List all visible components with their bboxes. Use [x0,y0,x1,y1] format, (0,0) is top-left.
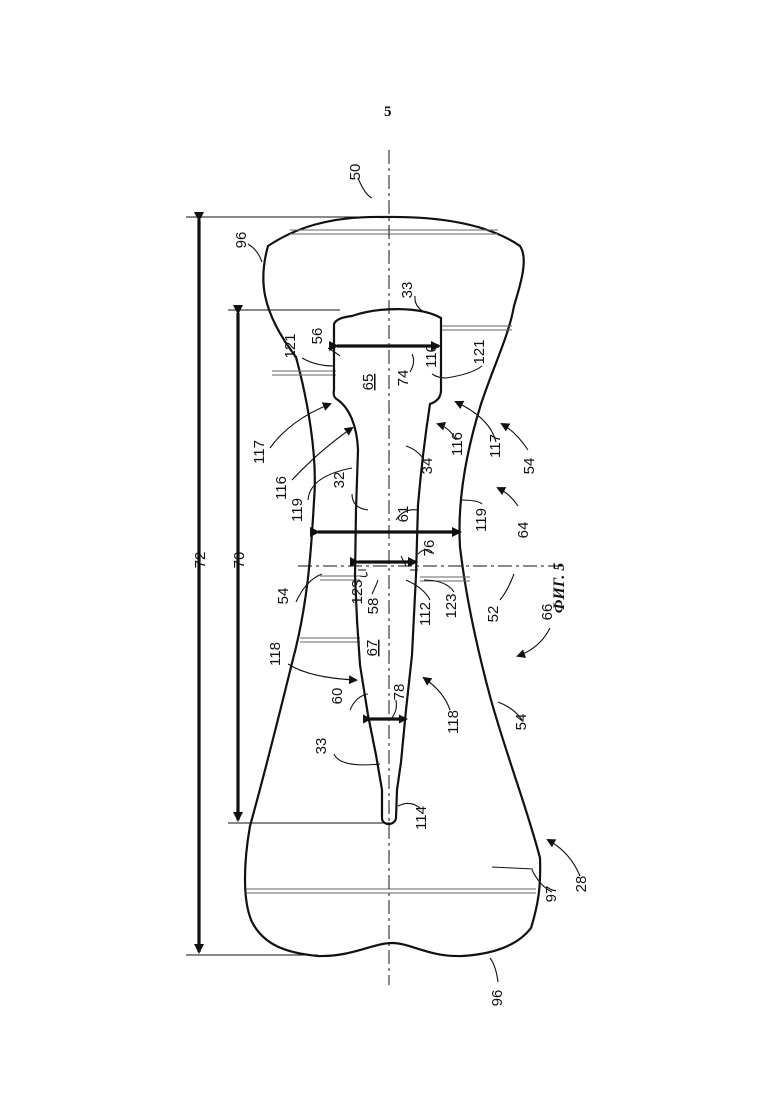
reference-numeral-118: 118 [445,710,462,734]
reference-numeral-76: 76 [421,540,438,557]
reference-numeral-54: 54 [275,588,292,605]
reference-numeral-110: 110 [423,344,440,368]
leader-121-right [446,366,482,378]
reference-numeral-56: 56 [309,328,326,345]
reference-numeral-64: 64 [515,522,532,539]
leader-52 [500,574,514,600]
reference-numeral-58: 58 [365,598,382,615]
leader-96-top [248,244,262,262]
figure-caption: ФИГ. 5 [551,563,569,614]
reference-numeral-78: 78 [391,684,408,701]
leader-32 [352,494,368,510]
leader-96-bottom [490,958,498,982]
leader-110 [432,374,446,378]
reference-numeral-54: 54 [513,714,530,731]
reference-numeral-96: 96 [489,990,506,1007]
reference-numeral-28: 28 [573,876,590,893]
article-outer-outline [245,217,540,956]
reference-numeral-96: 96 [233,232,250,249]
leader-123-left [360,572,367,577]
reference-numeral-116: 116 [449,432,466,456]
reference-numeral-119: 119 [473,508,490,532]
reference-numeral-119: 119 [289,498,306,522]
reference-numeral-32: 32 [331,472,348,489]
reference-numeral-123: 123 [443,593,460,618]
leader-119-right [460,500,482,504]
reference-numeral-116: 116 [273,476,290,500]
leader-117-left [270,404,330,448]
leader-33-bottom [334,754,380,765]
reference-numeral-54: 54 [521,458,538,475]
reference-numerals: 50 96 33 121 56 65 74 110 121 117 116 116 117 54 32 34 1… [192,164,590,1007]
reference-numeral-117: 117 [487,434,504,458]
leader-58 [372,580,378,594]
reference-numeral-72: 72 [192,552,209,569]
leader-112 [406,580,430,600]
leader-74 [410,354,414,372]
reference-numeral-121: 121 [471,339,488,364]
leader-123-right [424,580,454,592]
leader-64 [498,488,518,506]
reference-numeral-118: 118 [267,642,284,666]
reference-numeral-50: 50 [347,164,364,181]
reference-numeral-74: 74 [395,370,412,387]
flap-edge-line [492,867,533,869]
reference-numeral-60: 60 [329,688,346,705]
leader-121-left [302,358,334,366]
reference-numeral-52: 52 [485,606,502,623]
reference-numeral-67: 67 [364,640,381,657]
reference-numeral-65: 65 [360,374,377,391]
leader-118-right [424,678,450,710]
reference-numeral-34: 34 [419,458,436,475]
reference-numeral-121: 121 [282,333,299,358]
reference-numeral-97: 97 [543,886,560,903]
reference-numeral-112: 112 [417,602,434,626]
leader-54-right [502,424,528,450]
leader-66 [518,628,550,656]
reference-numeral-70: 70 [231,552,248,569]
reference-numeral-114: 114 [413,806,430,830]
leader-28 [548,840,580,876]
reference-numeral-117: 117 [251,440,268,464]
absorbent-core-outline [334,309,441,824]
reference-numeral-123: 123 [349,579,366,604]
leader-118-left [288,664,356,680]
leader-78 [390,700,396,720]
reference-numeral-33: 33 [399,282,416,299]
reference-numeral-61: 61 [395,506,412,523]
reference-numeral-33: 33 [313,738,330,755]
